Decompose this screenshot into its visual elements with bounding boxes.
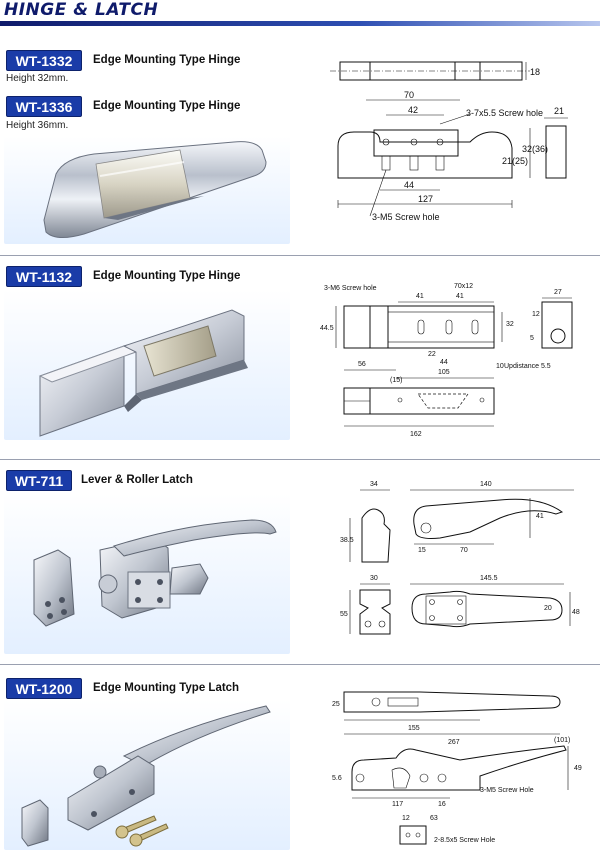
dim-label: 12 [402, 815, 410, 822]
dim-label: 2-8.5x5 Screw Hole [434, 837, 495, 844]
section-divider [0, 255, 600, 256]
product-code-badge: WT-1132 [6, 266, 82, 287]
dim-label: 38.5 [340, 537, 354, 544]
dim-label: 42 [408, 105, 418, 115]
hinge-photo-image [38, 309, 248, 437]
technical-drawing: 34 38.5 140 41 15 70 30 55 145.5 [330, 478, 596, 654]
technical-drawing: 25 155 267 (101) 49 5.6 3-M5 Screw Hole … [330, 680, 596, 852]
dim-label: 5.6 [332, 775, 342, 782]
dim-label: 15 [418, 547, 426, 554]
dim-label: 18 [530, 67, 540, 77]
dim-label: 3-M5 Screw hole [372, 212, 440, 222]
dim-label: (15) [390, 377, 402, 384]
dim-label: 32 [506, 321, 514, 328]
technical-drawing: 3-M6 Screw hole 41 41 70x12 44.5 32 27 1… [318, 282, 598, 442]
product-name: Edge Mounting Type Hinge [93, 54, 241, 66]
dim-label: 155 [408, 725, 420, 732]
dim-label: 162 [410, 431, 422, 438]
product-photo [4, 290, 290, 440]
product-spec: Height 36mm. [6, 120, 69, 131]
dim-label: 3-M5 Screw Hole [480, 787, 534, 794]
dim-label: 21 [554, 106, 564, 116]
dim-label: 16 [438, 801, 446, 808]
dim-label: 127 [418, 194, 433, 204]
product-photo [4, 494, 290, 654]
dim-label: 70 [404, 90, 414, 100]
product-photo [4, 700, 290, 850]
dim-label: 10 [496, 363, 504, 370]
section-divider [0, 664, 600, 665]
dim-label: 25 [332, 701, 340, 708]
latch-photo-image [21, 705, 271, 847]
dim-label: 21(25) [502, 156, 528, 166]
hinge-photo-image [43, 141, 267, 238]
product-name: Edge Mounting Type Latch [93, 682, 240, 694]
dim-label: 20 [544, 605, 552, 612]
product-code-badge: WT-711 [6, 470, 72, 491]
technical-drawing: 18 70 42 3-7x5.5 Screw hole 21 32(36) 21… [330, 48, 596, 248]
dim-label: 44.5 [320, 325, 334, 332]
dim-label: 70 [460, 547, 468, 554]
dim-label: (101) [554, 737, 570, 744]
dim-label: 30 [370, 575, 378, 582]
dim-label: 41 [536, 513, 544, 520]
dim-label: 5 [530, 335, 534, 342]
dim-label: 27 [554, 289, 562, 296]
title-rule [0, 21, 600, 26]
dim-label: 32(36) [522, 144, 548, 154]
dim-label: 44 [404, 180, 414, 190]
page-title: HINGE & LATCH [4, 0, 159, 20]
section-divider [0, 459, 600, 460]
dim-label: 41 [456, 293, 464, 300]
dim-label: 48 [572, 609, 580, 616]
product-name: Edge Mounting Type Hinge [93, 270, 241, 282]
dim-label: 44 [440, 359, 448, 366]
product-name: Lever & Roller Latch [81, 474, 193, 486]
dim-label: 140 [480, 481, 492, 488]
dim-label: 22 [428, 351, 436, 358]
product-photo [4, 136, 290, 244]
dim-label: 41 [416, 293, 424, 300]
dim-label: 34 [370, 481, 378, 488]
product-code-badge: WT-1200 [6, 678, 82, 699]
dim-label: 56 [358, 361, 366, 368]
dim-label: 3-M6 Screw hole [324, 285, 377, 292]
dim-label: 3-7x5.5 Screw hole [466, 108, 543, 118]
dim-label: 12 [532, 311, 540, 318]
dim-label: 145.5 [480, 575, 498, 582]
dim-label: 105 [438, 369, 450, 376]
dim-label: 63 [430, 815, 438, 822]
product-code-badge: WT-1336 [6, 96, 82, 117]
dim-label: 49 [574, 765, 582, 772]
dim-label: 70x12 [454, 283, 473, 290]
product-name: Edge Mounting Type Hinge [93, 100, 241, 112]
product-spec: Height 32mm. [6, 73, 69, 84]
product-code-badge: WT-1332 [6, 50, 82, 71]
dim-label: 117 [392, 801, 403, 808]
dim-label: Updistance 5.5 [504, 363, 551, 370]
dim-label: 55 [340, 611, 348, 618]
latch-photo-image [33, 519, 277, 627]
dim-label: 267 [448, 739, 460, 746]
